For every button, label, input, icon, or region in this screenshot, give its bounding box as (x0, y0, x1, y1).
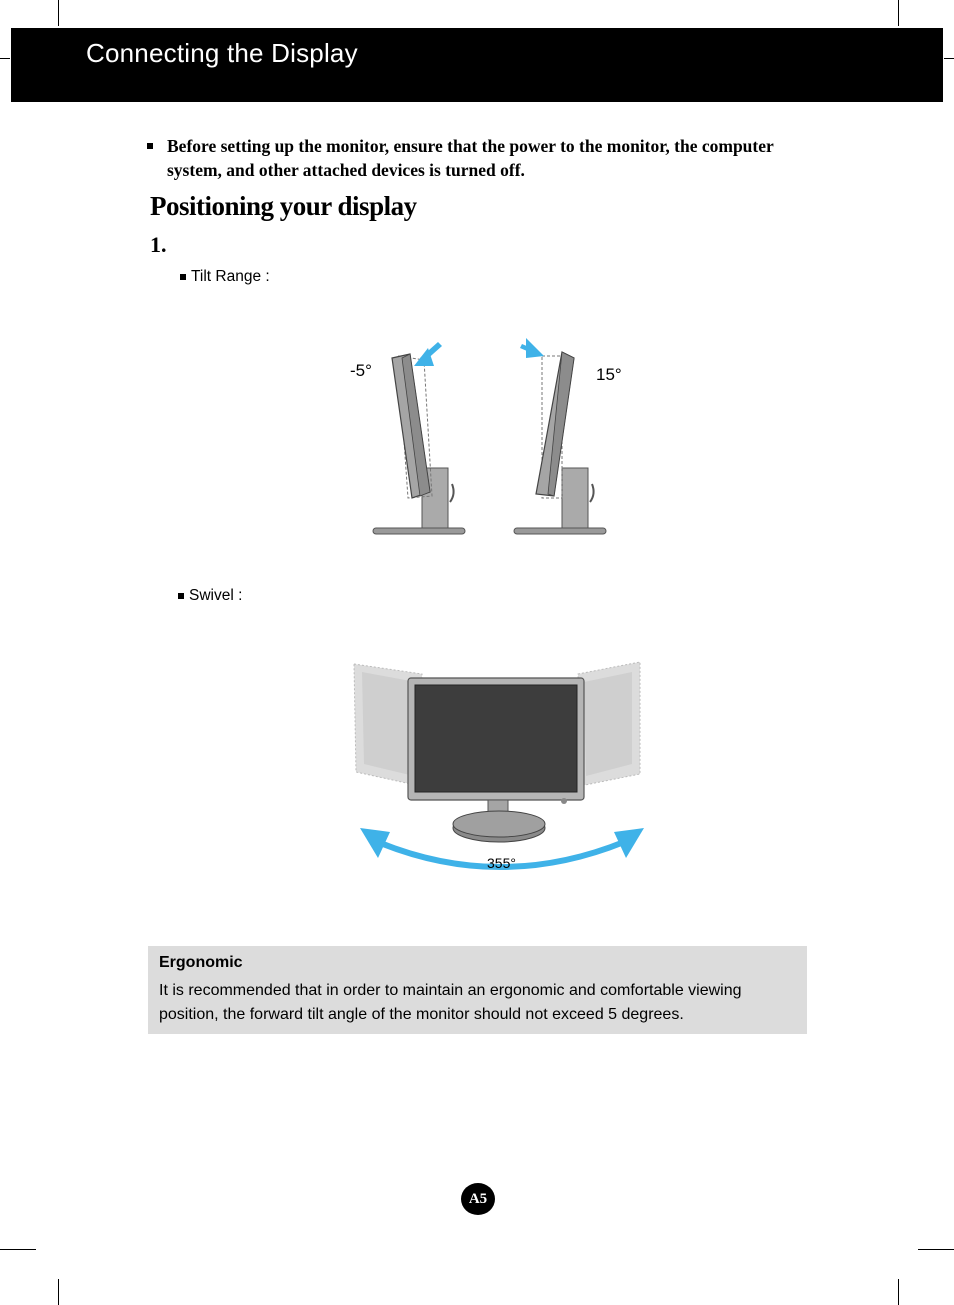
swivel-item: Swivel : (178, 587, 242, 605)
tilt-back-angle-label: -5° (350, 361, 372, 380)
arrow-icon (414, 342, 442, 366)
ergonomic-note-box: Ergonomic It is recommended that in orde… (148, 946, 807, 1034)
ghost-monitor-right (577, 661, 641, 787)
ergonomic-text: It is recommended that in order to maint… (159, 982, 742, 1023)
header-bar (11, 28, 943, 102)
crop-mark (898, 1279, 899, 1305)
crop-mark (944, 58, 954, 59)
swivel-arrow-icon (360, 828, 644, 870)
intro-note: Before setting up the monitor, ensure th… (147, 134, 812, 182)
tilt-range-label: Tilt Range : (191, 268, 270, 285)
swivel-illustration: 355° (353, 661, 644, 871)
tilt-forward-angle-label: 15° (596, 365, 622, 384)
monitor-tilt-back (372, 353, 466, 535)
crop-mark (0, 1249, 36, 1250)
tilt-range-item: Tilt Range : (180, 268, 270, 286)
crop-mark (58, 0, 59, 26)
swivel-label: Swivel : (189, 587, 243, 604)
crop-mark (898, 0, 899, 26)
swivel-angle-label: 355° (487, 855, 516, 871)
monitor-tilt-forward (513, 351, 607, 535)
intro-note-text: Before setting up the monitor, ensure th… (167, 136, 774, 180)
page-number-badge: A5 (461, 1183, 495, 1215)
monitor-front (407, 677, 585, 843)
bullet-icon (178, 593, 184, 599)
crop-mark (918, 1249, 954, 1250)
page-title: Connecting the Display (86, 38, 358, 68)
crop-mark (0, 58, 10, 59)
crop-mark (58, 1279, 59, 1305)
bullet-icon (180, 274, 186, 280)
step-number: 1. (150, 232, 167, 257)
tilt-illustration: -5° 15° (350, 338, 622, 535)
bullet-icon (147, 143, 153, 149)
ergonomic-title: Ergonomic (159, 954, 243, 971)
arrow-icon (520, 338, 544, 358)
section-title: Positioning your display (150, 191, 417, 221)
